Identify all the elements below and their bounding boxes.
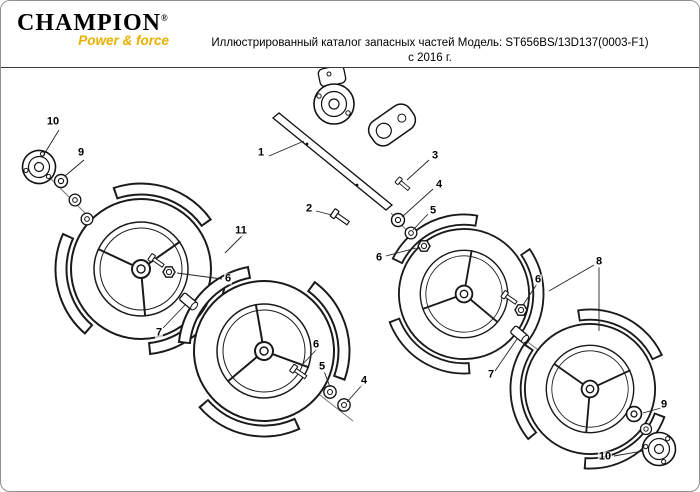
title-line-1: Иллюстрированный каталог запасных частей… — [211, 37, 649, 49]
nut-6-right — [514, 304, 528, 316]
nut-6-left — [162, 266, 176, 278]
washer-left-3 — [80, 212, 94, 226]
champion-logo: CHAMPION® Power & force — [17, 10, 175, 48]
brand-name: CHAMPION® — [17, 10, 169, 36]
washer-9-left — [53, 173, 69, 189]
title-line-2: с 2016 г. — [408, 51, 452, 64]
gear-housing-cover — [367, 103, 417, 147]
page-header: CHAMPION® Power & force Иллюстрированный… — [1, 1, 699, 68]
nut-6-top — [417, 240, 431, 252]
registered-mark: ® — [160, 13, 169, 23]
leader-lines — [42, 129, 662, 457]
page-title: Иллюстрированный каталог запасных частей… — [173, 36, 687, 65]
washer-4-top — [390, 212, 406, 228]
washer-right-2 — [639, 422, 653, 436]
brand-text: CHAMPION — [17, 10, 161, 36]
washer-5-top — [404, 226, 418, 240]
washer-9-right — [625, 405, 643, 423]
washer-5-mid — [323, 385, 337, 399]
brand-tagline: Power & force — [78, 33, 169, 48]
auger-shaft — [271, 112, 394, 211]
gearbox-housing — [313, 83, 355, 125]
washer-left-2 — [68, 193, 82, 207]
shear-bolt-2 — [329, 207, 352, 228]
